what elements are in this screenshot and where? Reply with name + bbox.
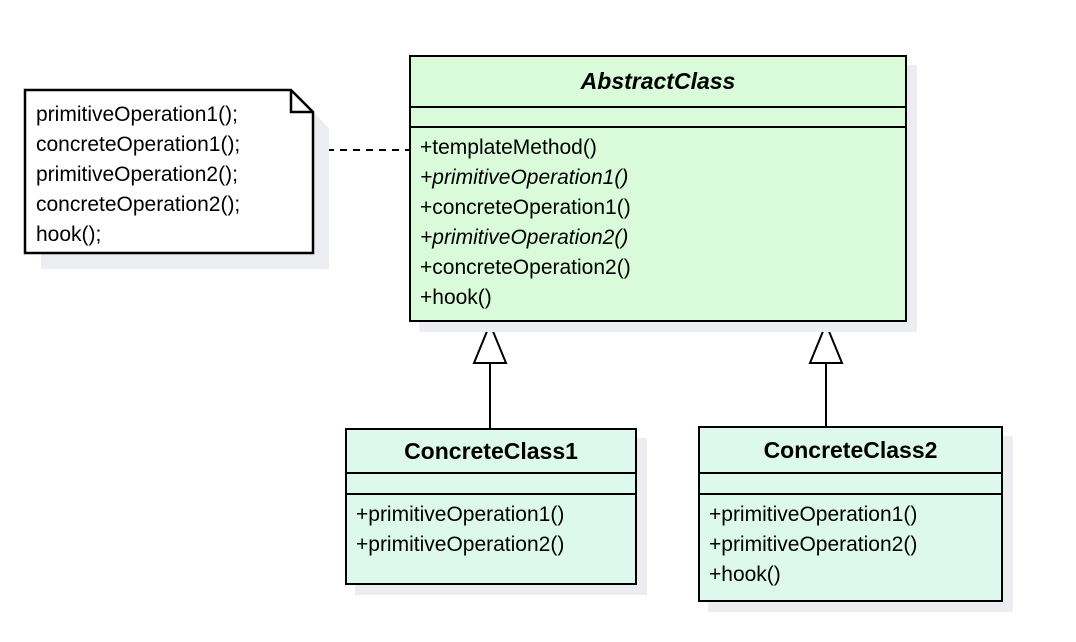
class-title: ConcreteClass1 xyxy=(347,430,635,474)
method-entry: +primitiveOperation1() xyxy=(356,503,565,526)
note-line: concreteOperation2(); xyxy=(36,193,241,216)
method-entry-abstract: +primitiveOperation1() xyxy=(420,166,629,189)
note-shape[interactable] xyxy=(15,80,345,275)
methods-compartment: +primitiveOperation1() +primitiveOperati… xyxy=(347,495,635,560)
method-entry: +hook() xyxy=(420,286,492,309)
methods-compartment: +primitiveOperation1() +primitiveOperati… xyxy=(700,495,1001,590)
note-line: concreteOperation1(); xyxy=(36,133,241,156)
method-entry-abstract: +primitiveOperation2() xyxy=(420,226,629,249)
class-node-concreteclass2[interactable]: ConcreteClass2 +primitiveOperation1() +p… xyxy=(698,426,1003,602)
method-entry: +templateMethod() xyxy=(420,136,597,159)
method-entry: +concreteOperation1() xyxy=(420,196,631,219)
class-node-concreteclass1[interactable]: ConcreteClass1 +primitiveOperation1() +p… xyxy=(345,428,637,585)
inheritance-triangle-icon xyxy=(472,321,508,364)
method-entry: +primitiveOperation2() xyxy=(709,533,918,556)
inheritance-triangle-icon xyxy=(808,321,844,364)
attributes-compartment xyxy=(347,474,635,495)
note-fold-icon xyxy=(289,90,313,114)
method-entry: +primitiveOperation1() xyxy=(709,503,918,526)
method-entry: +hook() xyxy=(709,563,781,586)
methods-compartment: +templateMethod() +primitiveOperation1()… xyxy=(411,128,905,313)
note-body xyxy=(23,88,315,255)
method-entry: +concreteOperation2() xyxy=(420,256,631,279)
note-text: primitiveOperation1(); concreteOperation… xyxy=(36,100,306,250)
note-line: hook(); xyxy=(36,223,102,246)
attributes-compartment xyxy=(700,474,1001,495)
method-entry: +primitiveOperation2() xyxy=(356,533,565,556)
class-title: ConcreteClass2 xyxy=(700,428,1001,474)
note-line: primitiveOperation2(); xyxy=(36,163,238,186)
class-title: AbstractClass xyxy=(411,57,905,108)
note-line: primitiveOperation1(); xyxy=(36,103,238,126)
attributes-compartment xyxy=(411,108,905,128)
class-node-abstractclass[interactable]: AbstractClass +templateMethod() +primiti… xyxy=(409,55,907,322)
